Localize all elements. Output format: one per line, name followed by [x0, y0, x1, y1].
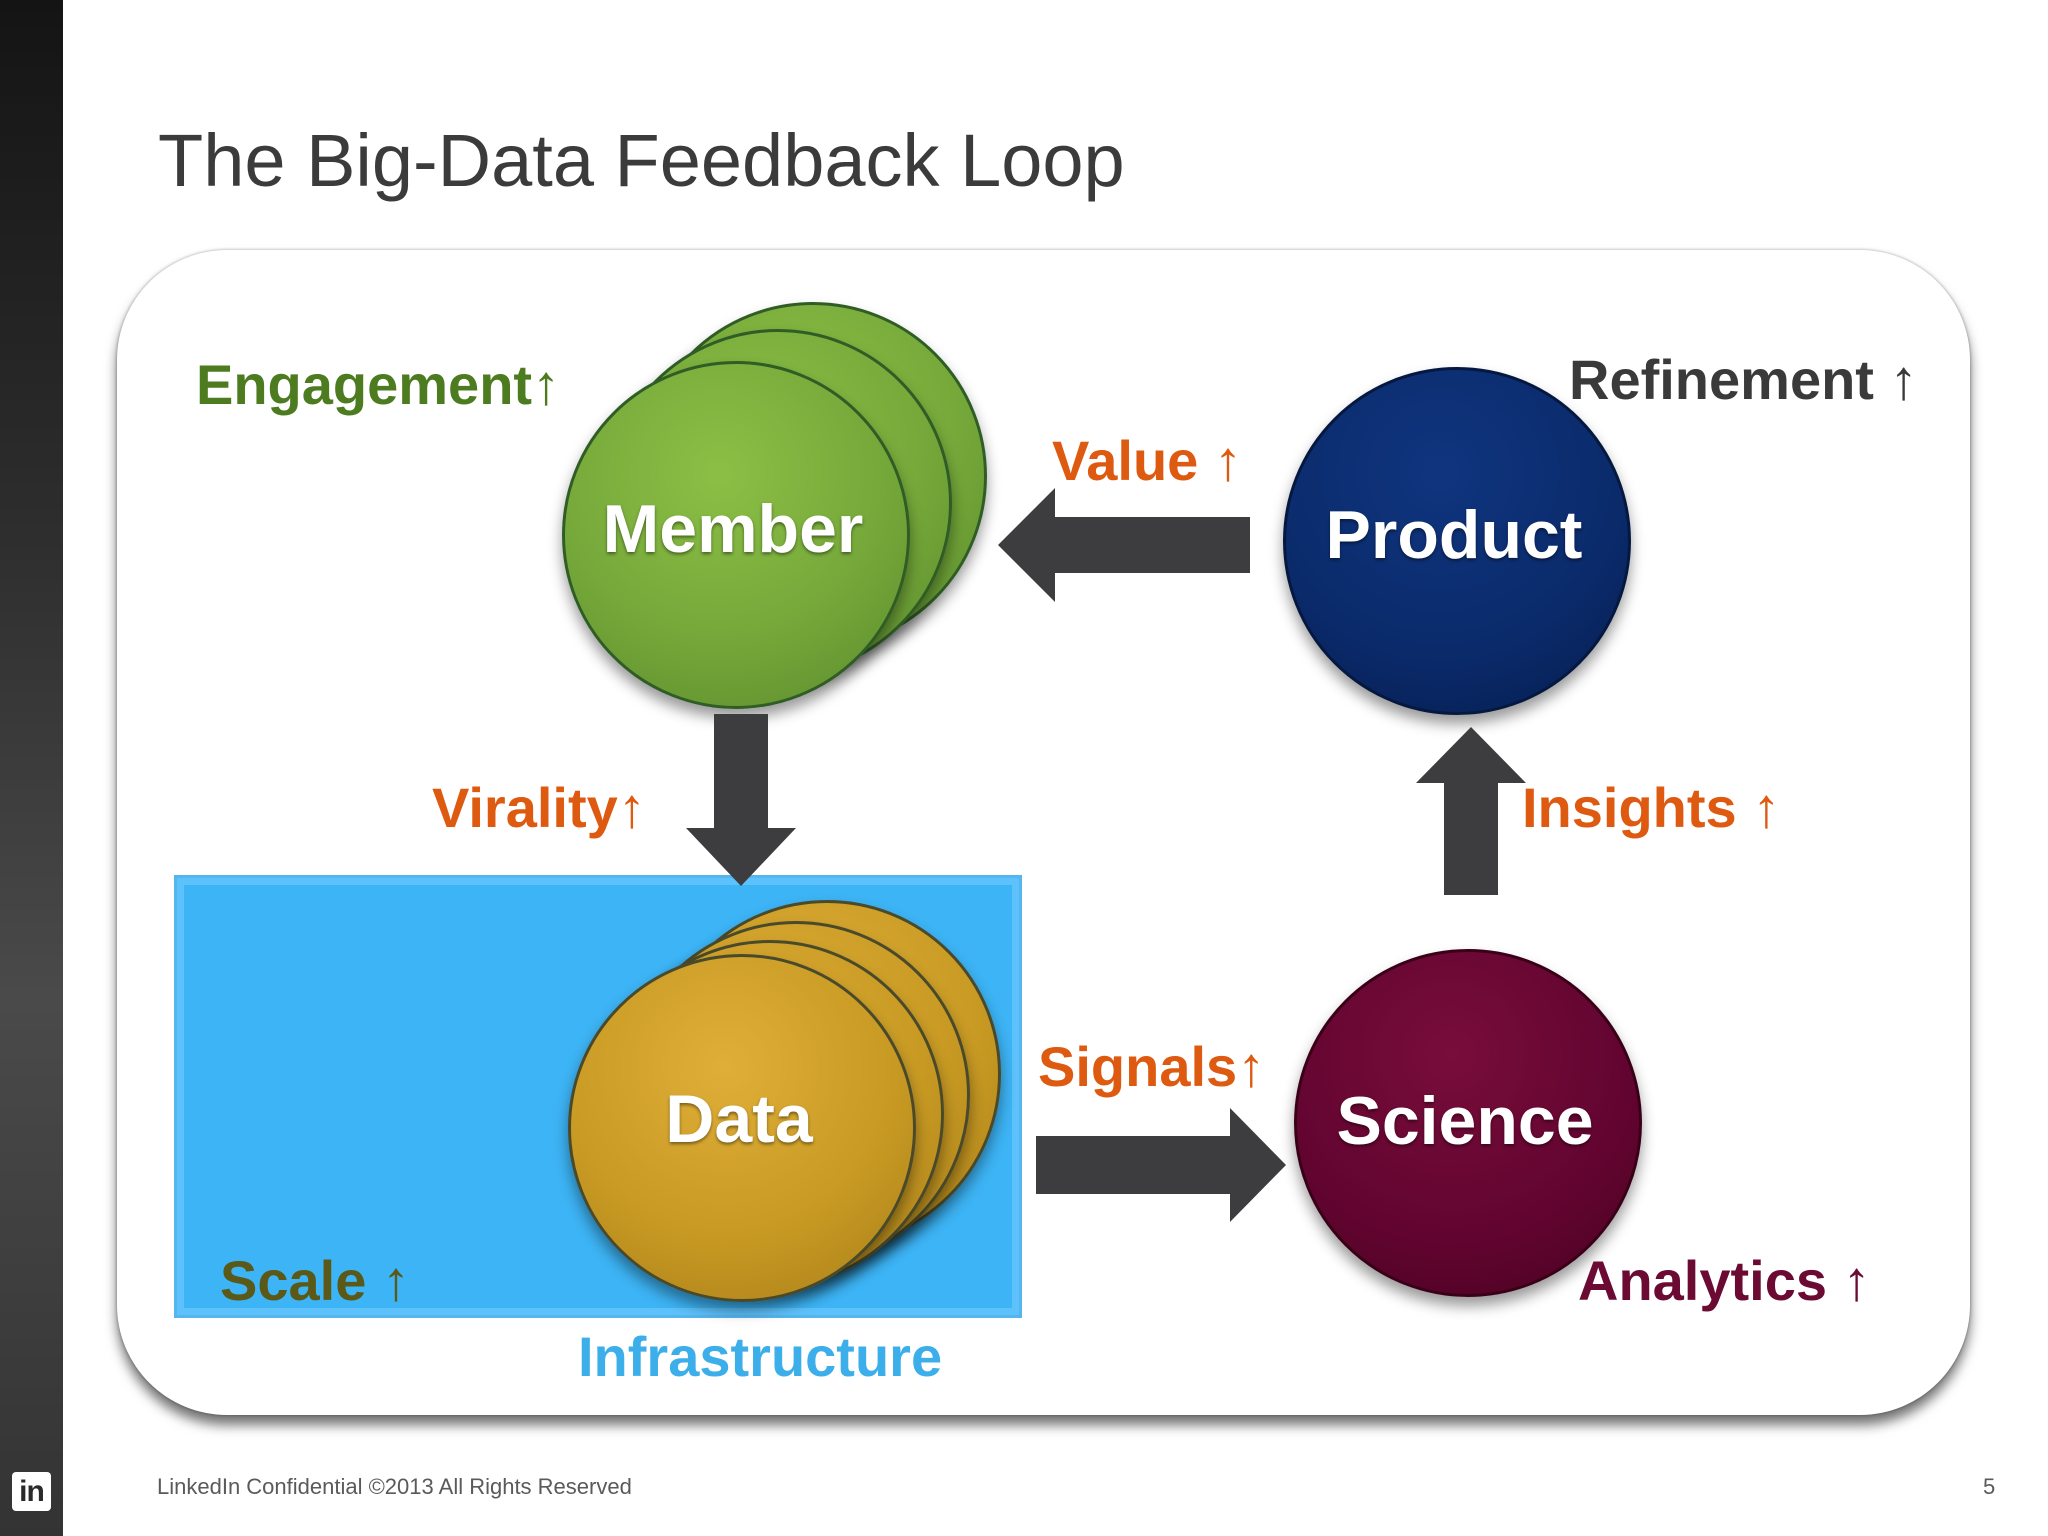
refinement-label: Refinement ↑ [1569, 348, 1918, 411]
infrastructure-label: Infrastructure [578, 1325, 943, 1388]
signals-label: Signals↑ [1038, 1035, 1266, 1098]
page-number: 5 [1983, 1474, 1996, 1499]
member-circle [562, 361, 910, 709]
linkedin-logo-icon: in [12, 1472, 51, 1511]
science-circle [1294, 949, 1642, 1297]
member-label: Member [602, 491, 864, 567]
signals-arrow [1036, 1108, 1286, 1222]
footer-confidential: LinkedIn Confidential ©2013 All Rights R… [157, 1474, 632, 1499]
data-label: Data [665, 1081, 813, 1157]
value-arrow [998, 488, 1250, 602]
data-circle [568, 954, 916, 1302]
product-label: Product [1325, 497, 1583, 573]
engagement-label: Engagement↑ [196, 353, 561, 416]
side-bar [0, 0, 63, 1536]
insights-label: Insights ↑ [1522, 776, 1781, 839]
insights-arrow [1416, 727, 1526, 895]
virality-arrow [686, 714, 796, 886]
product-circle [1283, 367, 1631, 715]
analytics-label: Analytics ↑ [1578, 1249, 1871, 1312]
scale-label: Scale ↑ [220, 1249, 410, 1312]
value-label: Value ↑ [1052, 429, 1242, 492]
virality-label: Virality↑ [432, 776, 646, 839]
science-label: Science [1336, 1083, 1594, 1159]
slide-title: The Big-Data Feedback Loop [158, 119, 1125, 202]
